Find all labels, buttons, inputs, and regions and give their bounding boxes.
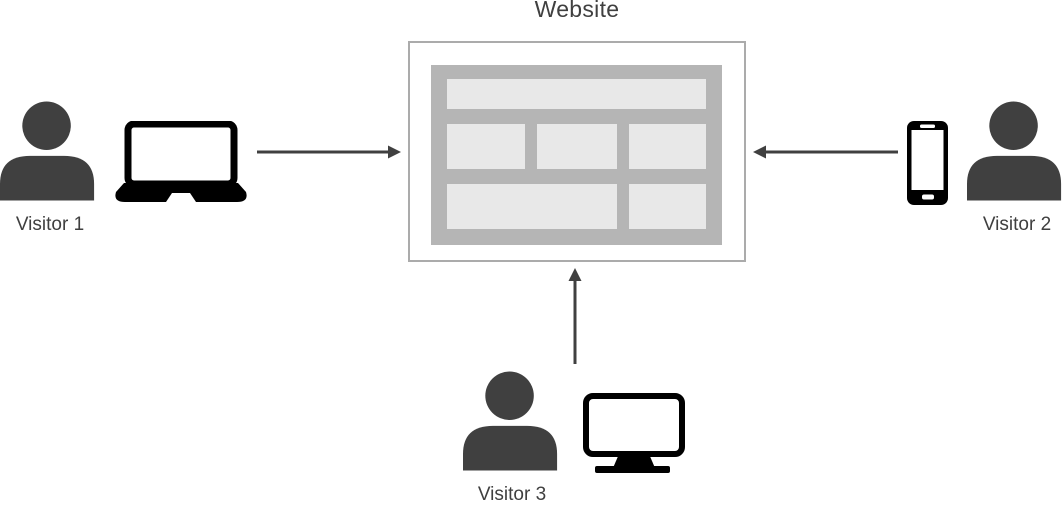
wireframe-block-left (447, 124, 525, 169)
visitor2-label: Visitor 2 (982, 214, 1052, 235)
arrow-visitor1-to-website (255, 142, 403, 162)
website-wireframe-icon (431, 65, 722, 245)
wireframe-block-wide (447, 184, 617, 229)
website-box (408, 41, 746, 262)
visitor3-label: Visitor 3 (477, 484, 547, 505)
monitor-icon (583, 393, 685, 473)
wireframe-block-bottom-right (629, 184, 706, 229)
visitor1-label: Visitor 1 (15, 214, 85, 235)
laptop-icon (115, 121, 247, 202)
arrow-visitor2-to-website (752, 142, 900, 162)
visitor3-person-icon (463, 370, 560, 472)
visitor1-person-icon (0, 100, 97, 202)
wireframe-block-right (629, 124, 706, 169)
arrow-visitor3-to-website (565, 266, 585, 366)
diagram-title: Website (534, 0, 620, 22)
smartphone-icon (907, 121, 948, 205)
wireframe-header-bar (447, 79, 706, 109)
wireframe-block-center (537, 124, 617, 169)
visitor2-person-icon (967, 100, 1064, 202)
